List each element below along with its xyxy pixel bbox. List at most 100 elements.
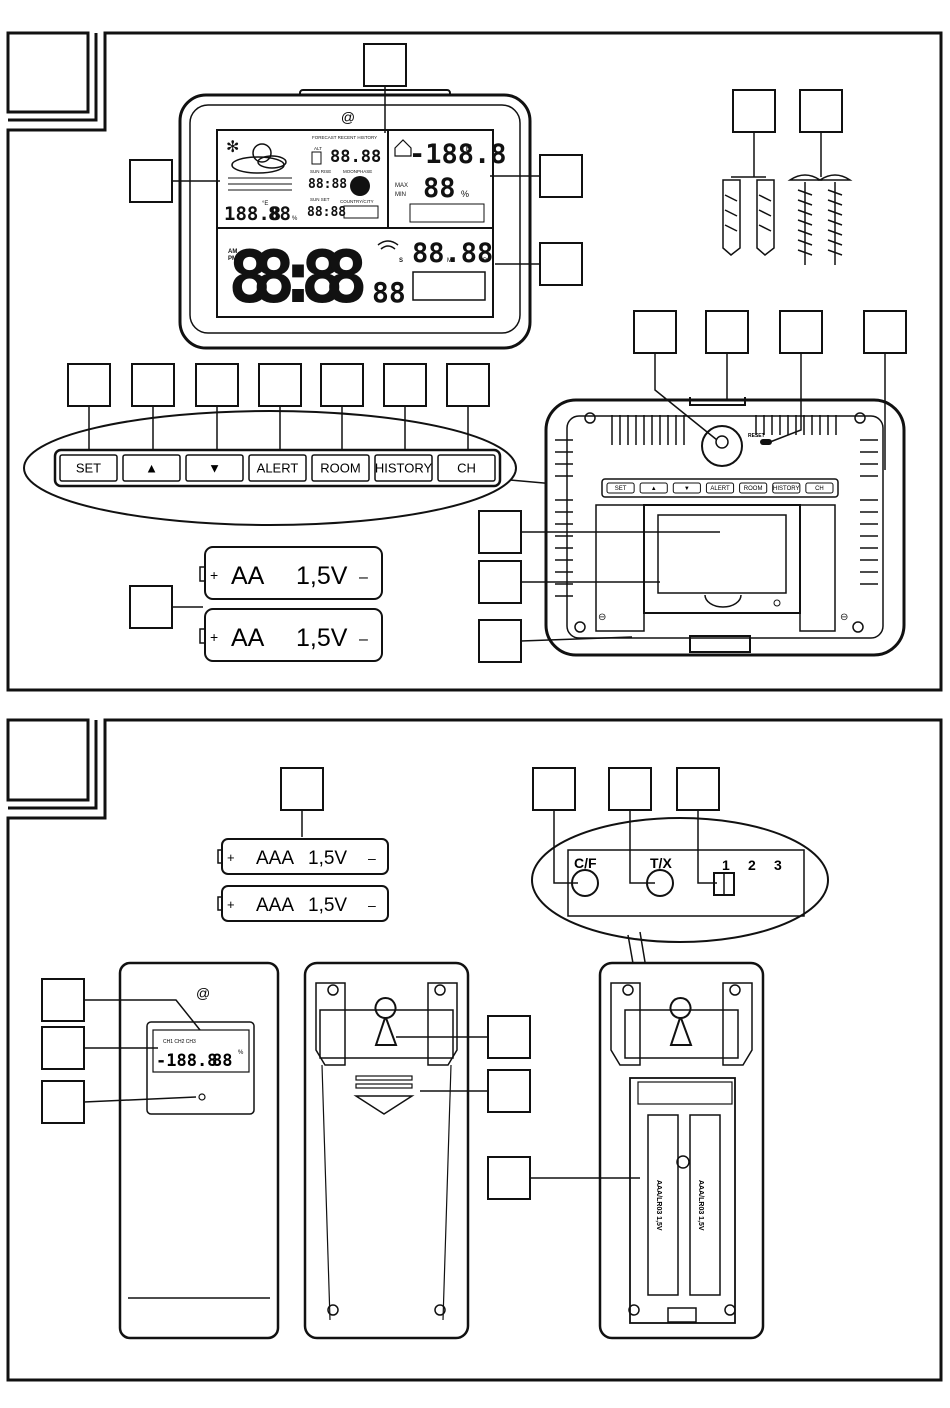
callout-box	[779, 310, 823, 354]
callout-box	[478, 510, 522, 554]
callout-box	[67, 363, 111, 407]
svg-text:AAA: AAA	[256, 848, 294, 869]
small-set-button[interactable]: SET	[606, 482, 635, 494]
panel-b	[6, 718, 943, 1382]
lcd-sunset-time: 88:88	[307, 205, 346, 220]
lcd-seconds: 88	[372, 276, 406, 309]
callout-box	[705, 310, 749, 354]
battery-aaa-2: + AAA 1,5V –	[217, 885, 389, 922]
callout-box	[41, 978, 85, 1022]
minus-mark-right: ⊖	[840, 612, 848, 623]
svg-text:1,5V: 1,5V	[308, 895, 347, 916]
cf-label: C/F	[574, 855, 597, 871]
signal-icon	[377, 240, 399, 250]
ch-button[interactable]: CH	[437, 454, 496, 482]
reset-button[interactable]	[760, 439, 772, 445]
svg-text:–: –	[368, 897, 376, 913]
lcd-moonphase-label: MOONPHASE	[343, 169, 372, 174]
base-station-back: ⊖ ⊖	[544, 397, 906, 657]
battery-marking-2: AAA/LR03 1,5V	[697, 1180, 704, 1231]
alert-button[interactable]: ALERT	[248, 454, 307, 482]
small-alert-button[interactable]: ALERT	[705, 482, 735, 494]
battery-aa-2: + AA 1,5V –	[199, 608, 383, 662]
lcd-temp-out-unit: °E	[262, 201, 268, 207]
svg-text:1,5V: 1,5V	[308, 848, 347, 869]
switch-zoom-oval	[531, 817, 829, 943]
svg-text:–: –	[368, 850, 376, 866]
sensor-front	[118, 961, 280, 1340]
callout-box	[258, 363, 302, 407]
callout-leader	[83, 1096, 197, 1103]
lcd-sunset-label: SUN SET	[310, 197, 330, 202]
svg-text:1,5V: 1,5V	[296, 562, 348, 590]
callout-box	[131, 363, 175, 407]
down-button[interactable]: ▼	[185, 454, 244, 482]
small-up-button[interactable]: ▲	[639, 482, 668, 494]
lcd-am: AM	[228, 249, 237, 255]
svg-text:+: +	[210, 567, 218, 583]
sensor-logo-icon: @	[196, 985, 210, 1001]
ch-button-label: CH	[457, 461, 476, 476]
battery-aaa-1: + AAA 1,5V –	[217, 838, 389, 875]
lcd-temp-out: 188.8	[224, 203, 281, 225]
callout-leader	[84, 999, 201, 1031]
lcd-hum-in: 88	[423, 173, 456, 204]
callout-box	[446, 363, 490, 407]
svg-text:AAA: AAA	[256, 895, 294, 916]
callout-box	[799, 89, 843, 133]
callout-leader	[769, 353, 802, 443]
room-button[interactable]: ROOM	[311, 454, 370, 482]
small-up-button-label: ▲	[651, 486, 657, 492]
small-history-button[interactable]: HISTORY	[772, 482, 801, 494]
callout-box	[195, 363, 239, 407]
panel-a	[6, 31, 943, 692]
lcd-forecast-labels: FORECAST RECENT HISTORY	[312, 135, 377, 140]
battery-aa-1: + AA 1,5V –	[199, 546, 383, 600]
lcd-main-time: 88:88	[228, 235, 368, 319]
ch3-label: 3	[774, 857, 782, 873]
callout-layer	[41, 43, 907, 1200]
small-ch-button[interactable]: CH	[805, 482, 834, 494]
history-button[interactable]: HISTORY	[374, 454, 433, 482]
callout-leader	[629, 810, 655, 884]
small-down-button[interactable]: ▼	[672, 482, 701, 494]
callout-box	[129, 585, 173, 629]
up-button[interactable]: ▲	[122, 454, 181, 482]
lcd-text-segments	[409, 203, 485, 223]
callout-box	[41, 1080, 85, 1124]
lcd-hum-in-unit: %	[461, 189, 469, 199]
svg-text:+: +	[210, 629, 218, 645]
callout-box	[383, 363, 427, 407]
lcd-snow-icon: ✻	[226, 139, 239, 156]
hanging-hole-icon	[701, 425, 743, 467]
callout-box	[539, 154, 583, 198]
small-room-button[interactable]: ROOM	[739, 482, 768, 494]
wall-plugs-icon	[722, 179, 775, 256]
tx-label: T/X	[650, 855, 672, 871]
set-button-label: SET	[76, 461, 101, 476]
callout-box	[478, 560, 522, 604]
moon-icon	[350, 176, 370, 196]
battery-marking-1: AAA/LR03 1,5V	[655, 1180, 662, 1231]
callout-box	[676, 767, 720, 811]
sensor-lcd-temp: -188.8	[156, 1051, 217, 1071]
callout-box	[863, 310, 907, 354]
small-room-button-label: ROOM	[744, 486, 763, 492]
callout-leader	[731, 132, 766, 178]
reset-label: RESET	[748, 433, 765, 439]
set-button[interactable]: SET	[59, 454, 118, 482]
lcd-country-label: COUNTRY/CITY	[340, 199, 374, 204]
lcd-date-big: 88.88	[412, 238, 493, 269]
ch2-label: 2	[748, 857, 756, 873]
small-down-button-label: ▼	[684, 486, 690, 492]
lcd-hum-out: 88	[268, 203, 291, 225]
logo-icon: @	[341, 109, 355, 125]
svg-text:–: –	[359, 569, 368, 586]
small-set-button-label: SET	[615, 486, 627, 492]
lcd-max: MAX	[395, 183, 408, 189]
lcd-pm: PM	[228, 256, 237, 262]
screws-icon	[787, 174, 853, 265]
room-button-label: ROOM	[320, 461, 360, 476]
